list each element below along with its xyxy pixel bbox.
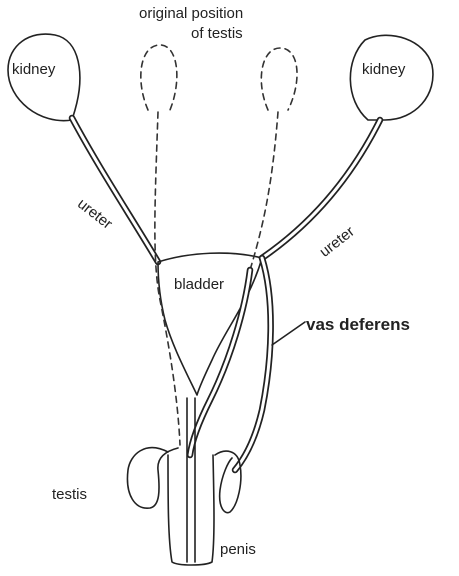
label-of-testis: of testis: [191, 26, 243, 41]
vas-deferens-leader: [272, 322, 305, 345]
ureter-right-tube: [262, 120, 380, 258]
label-original-position: original position: [139, 6, 243, 21]
original-testis-right: [261, 48, 297, 110]
label-kidney-right: kidney: [362, 62, 405, 77]
label-kidney-left: kidney: [12, 62, 55, 77]
testis-left-shape: [127, 448, 178, 509]
label-bladder: bladder: [174, 277, 224, 292]
label-testis: testis: [52, 487, 87, 502]
penis-shape: [168, 455, 214, 565]
label-penis: penis: [220, 542, 256, 557]
label-vas-deferens: vas deferens: [306, 316, 410, 333]
testis-right-shape: [215, 451, 241, 513]
original-testis-left: [141, 45, 177, 110]
